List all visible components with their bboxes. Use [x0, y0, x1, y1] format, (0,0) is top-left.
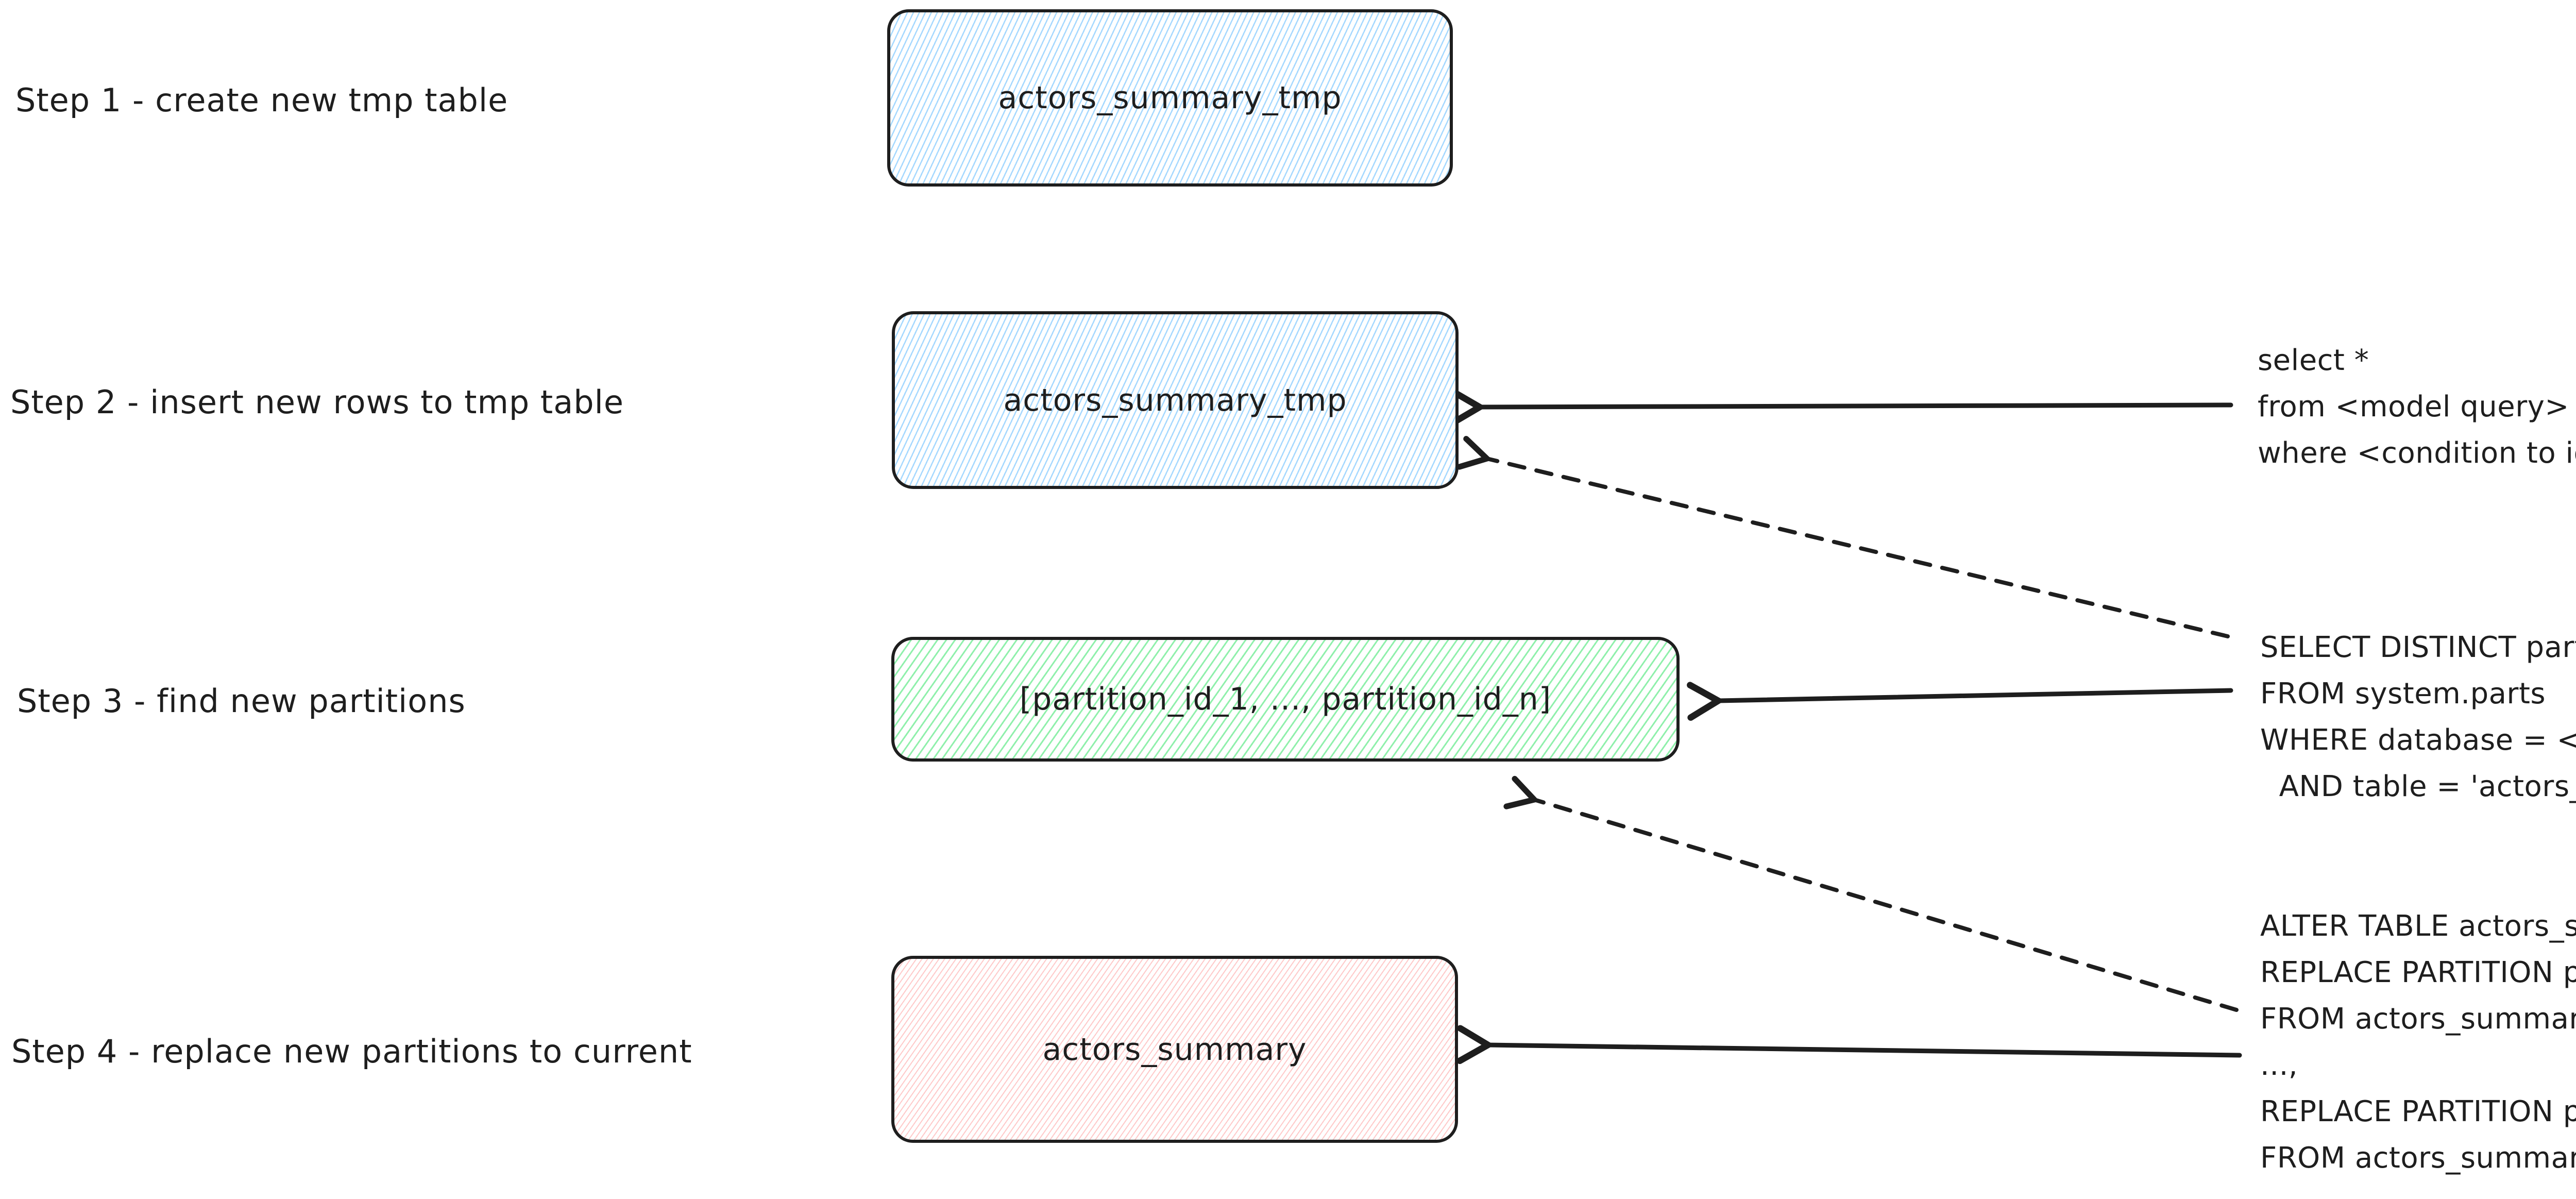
arrow-select-sql-to-tmp-box — [1448, 387, 2233, 427]
step-1-label: Step 1 - create new tmp table — [15, 81, 509, 119]
dashed-arrow-replace-sql-to-partition-box — [1503, 775, 2239, 1012]
sql-line: SELECT DISTINCT partition_id — [2260, 631, 2576, 664]
arrow-replace-sql-to-summary-box — [1456, 1025, 2242, 1065]
box-actors-summary-label: actors_summary — [1042, 1031, 1307, 1068]
sql-line: REPLACE PARTITION partition_id_1 — [2260, 956, 2576, 989]
sql-find-new-partitions: SELECT DISTINCT partition_id FROM system… — [2260, 624, 2576, 810]
box-actors-summary-tmp-step2: actors_summary_tmp — [892, 311, 1459, 489]
step-3-label: Step 3 - find new partitions — [17, 682, 466, 720]
step-2-label: Step 2 - insert new rows to tmp table — [10, 383, 624, 421]
sql-line: WHERE database = <database> — [2260, 723, 2576, 757]
sql-line: FROM actors_summary_tmp, — [2260, 1002, 2576, 1036]
box-actors-summary-tmp-step2-label: actors_summary_tmp — [1003, 382, 1347, 418]
box-partition-id-list-label: [partition_id_1, ..., partition_id_n] — [1019, 681, 1552, 717]
sql-line: ALTER TABLE actors_summary — [2260, 909, 2576, 943]
sql-line: REPLACE PARTITION partition_id_n — [2260, 1095, 2576, 1128]
sql-select-new-rows: select * from <model query> where <condi… — [2258, 337, 2576, 477]
sql-line: ..., — [2260, 1049, 2298, 1082]
sql-line: FROM system.parts — [2260, 677, 2546, 711]
sql-line: where <condition to identify new> — [2258, 436, 2576, 470]
box-actors-summary-tmp-step1-label: actors_summary_tmp — [998, 80, 1342, 116]
sql-replace-partitions: ALTER TABLE actors_summary REPLACE PARTI… — [2260, 903, 2576, 1181]
sql-line: from <model query> — [2258, 390, 2569, 424]
sql-line: FROM actors_summary_tmp, — [2260, 1141, 2576, 1175]
sql-line: AND table = 'actors_summary_tmp' — [2279, 770, 2576, 803]
box-actors-summary: actors_summary — [891, 956, 1458, 1143]
box-actors-summary-tmp-step1: actors_summary_tmp — [887, 9, 1453, 187]
dashed-arrow-distinct-sql-to-tmp-box — [1456, 435, 2230, 638]
box-partition-id-list: [partition_id_1, ..., partition_id_n] — [891, 637, 1680, 762]
sql-line: select * — [2258, 344, 2369, 377]
arrow-distinct-sql-to-partition-box — [1687, 682, 2233, 721]
step-4-label: Step 4 - replace new partitions to curre… — [11, 1033, 692, 1070]
